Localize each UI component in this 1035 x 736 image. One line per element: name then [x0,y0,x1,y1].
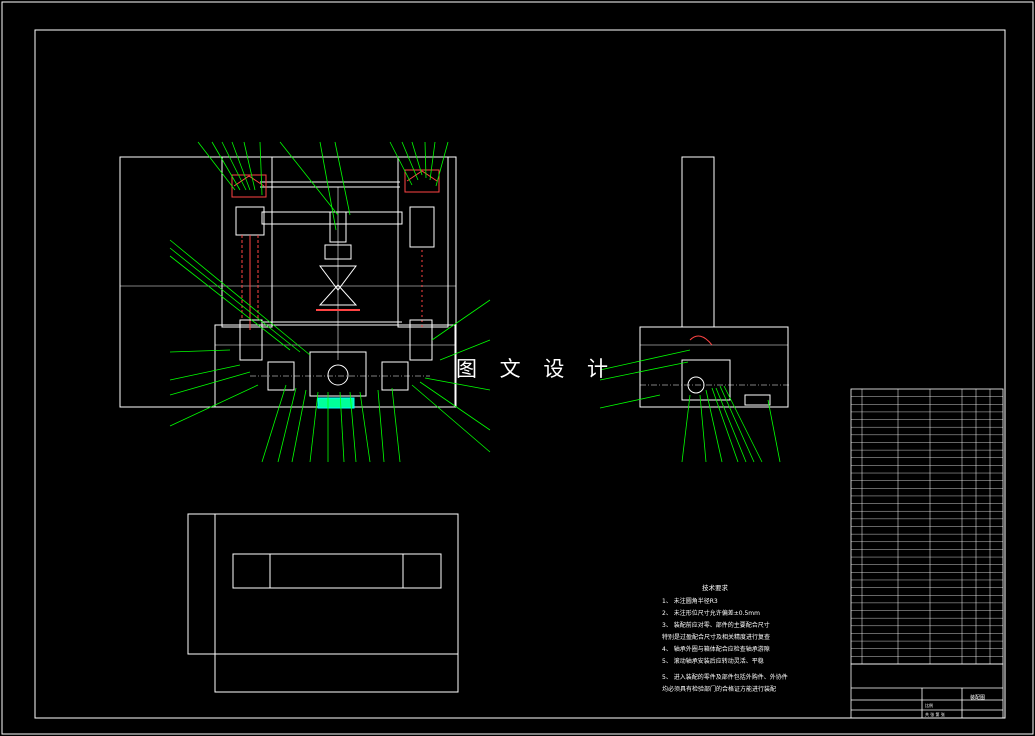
tech-req-item: 1、 未注圆角半径R3 [662,598,718,605]
tech-req-item: 5、 滚动轴承安装后应转动灵活、平稳 [662,658,764,665]
tech-req-item: 4、 轴承外圈与箱体配合应检查轴承游隙 [662,646,770,653]
tech-req-item: 特别是过盈配合尺寸及相关精度进行复查 [662,634,771,641]
inner-border [34,29,1006,719]
right-column [397,156,449,328]
cross-beam [261,211,403,225]
front-view-frame [119,156,457,408]
top-view-outline [187,513,459,655]
slot [232,553,442,589]
gearbox [309,351,367,397]
top-view [187,513,459,693]
watermark-text: 图 文 设 计 [456,357,617,381]
tech-req-item: 5、 进入装配的零件及部件包括外购件、外协件 [662,674,788,681]
front-view-leaders [169,141,491,463]
title-block-sheet: 共 张 第 张 [925,711,945,717]
front-view [119,156,457,409]
side-base [639,326,789,408]
side-view-leaders [599,349,781,463]
title-block-scale: 比例 [925,702,933,708]
tech-req-item: 均必须具有检验部门的合格证方能进行装配 [662,686,777,693]
side-view [639,156,790,408]
parts-list [850,388,1004,665]
side-column [681,156,715,328]
base-plate [214,324,456,408]
coupling-highlight [317,397,355,409]
left-column [221,156,273,328]
tech-req-item: 2、 未注形位尺寸允许偏差±0.5mm [662,610,760,617]
title-block [850,663,1004,719]
tech-req-item: 3、 装配前应对零、部件的主要配合尺寸 [662,622,770,629]
tech-req-title: 技术要求 [702,584,728,592]
title-block-drawing-name: 装配图 [970,694,985,701]
